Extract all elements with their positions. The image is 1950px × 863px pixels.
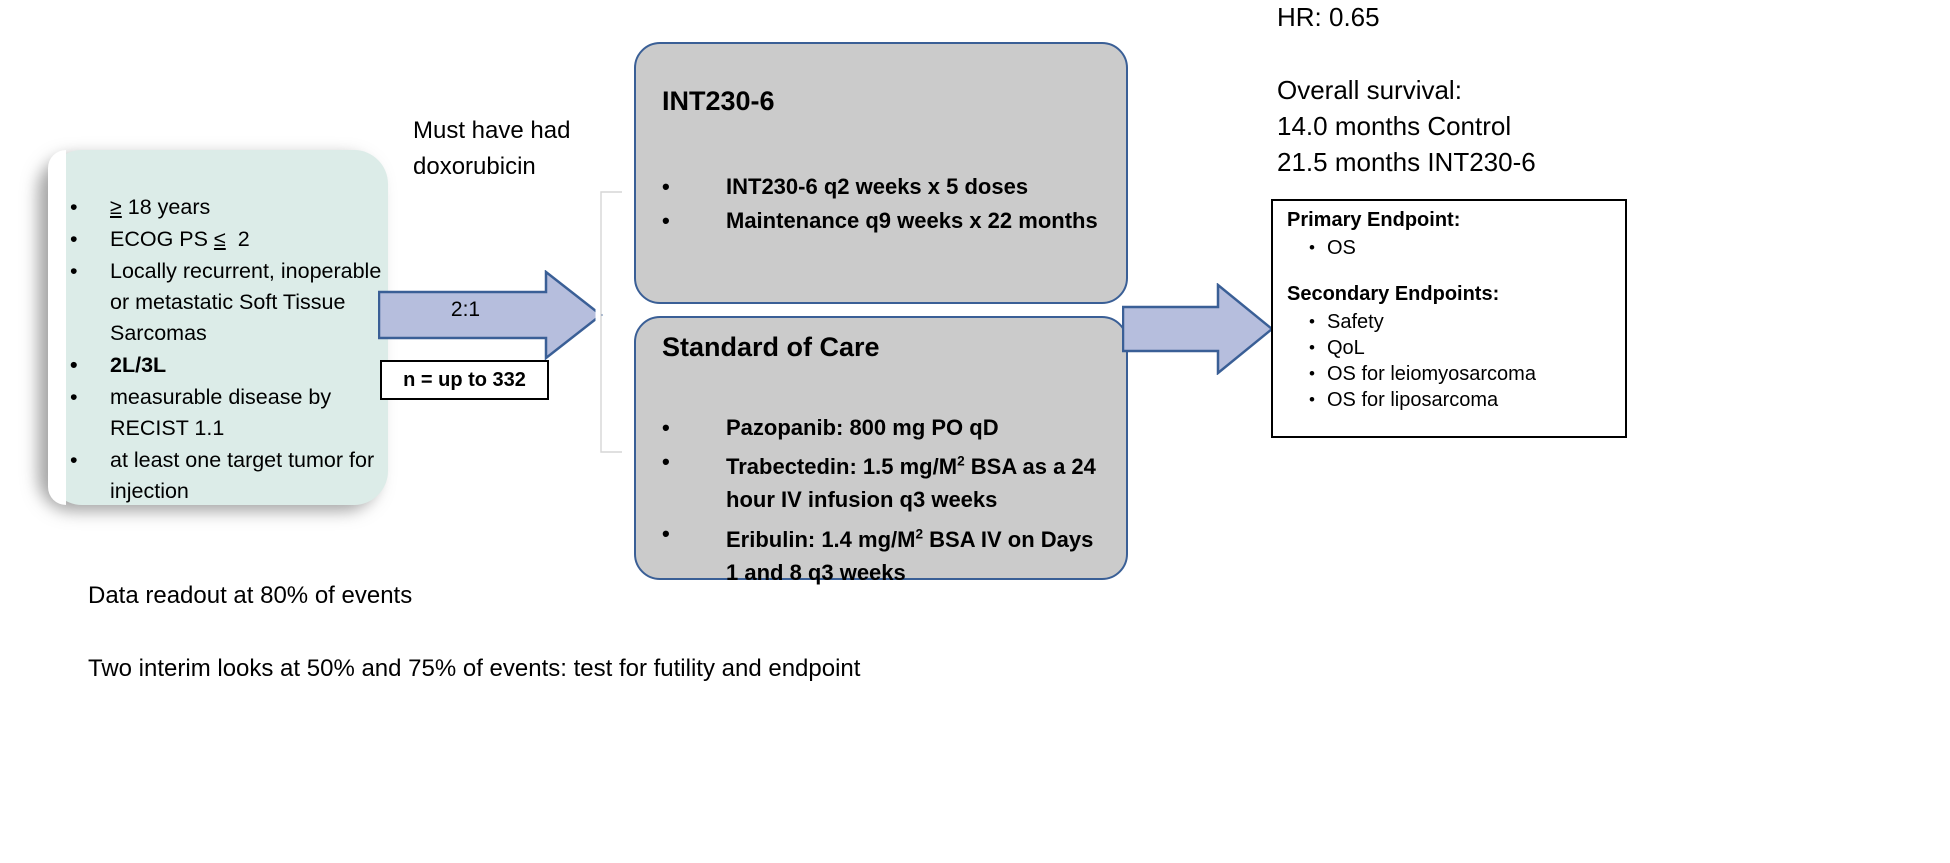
regimen-item: • Pazopanib: 800 mg PO qD xyxy=(662,411,1107,444)
arm-title: Standard of Care xyxy=(662,332,880,362)
regimen-item: • INT230-6 q2 weeks x 5 doses xyxy=(662,170,1107,203)
eligibility-item-label: 2L/3L xyxy=(110,353,167,377)
outcome-arrow-icon xyxy=(1121,282,1274,376)
bullet-icon: • xyxy=(1309,238,1315,257)
endpoint-item: • Safety xyxy=(1309,309,1536,335)
interim-analysis-note: Two interim looks at 50% and 75% of even… xyxy=(88,655,861,682)
endpoint-item-label: OS xyxy=(1327,237,1356,259)
eligibility-item-recist: • measurable disease by RECIST 1.1 xyxy=(70,382,390,444)
eligibility-item-label: ≥ 18 years xyxy=(110,195,211,219)
endpoint-item: • OS for liposarcoma xyxy=(1309,387,1536,413)
bullet-icon: • xyxy=(662,415,670,440)
eligibility-item-age: • ≥ 18 years xyxy=(70,192,390,223)
bullet-icon: • xyxy=(70,385,78,409)
regimen-item-label: Eribulin: 1.4 mg/M2 BSA IV on Days 1 and… xyxy=(726,526,1094,585)
bullet-icon: • xyxy=(70,353,78,377)
eligibility-item-disease: • Locally recurrent, inoperable or metas… xyxy=(70,256,390,349)
bullet-icon: • xyxy=(1309,390,1315,409)
arm-split-brace-icon xyxy=(588,186,624,458)
bullet-icon: • xyxy=(70,448,78,472)
bullet-icon: • xyxy=(662,449,670,474)
eligibility-item-label: at least one target tumor for injection xyxy=(110,448,375,503)
bullet-icon: • xyxy=(662,174,670,199)
endpoint-item: • OS xyxy=(1309,235,1356,261)
hazard-ratio-label: HR: 0.65 xyxy=(1277,2,1380,32)
sample-size-box: n = up to 332 xyxy=(380,360,549,400)
regimen-item: • Maintenance q9 weeks x 22 months xyxy=(662,204,1107,237)
secondary-endpoint-list: • Safety • QoL • OS for leiomyosarcoma •… xyxy=(1309,309,1536,413)
primary-endpoint-list: • OS xyxy=(1309,235,1356,261)
bullet-icon: • xyxy=(70,259,78,283)
regimen-item-label: INT230-6 q2 weeks x 5 doses xyxy=(726,174,1029,199)
eligibility-item-label: ECOG PS ≤ 2 xyxy=(110,227,250,251)
bullet-icon: • xyxy=(70,195,78,219)
bullet-icon: • xyxy=(1309,364,1315,383)
overall-survival-treatment: 21.5 months INT230-6 xyxy=(1277,147,1536,177)
regimen-item: • Eribulin: 1.4 mg/M2 BSA IV on Days 1 a… xyxy=(662,517,1107,588)
data-readout-note: Data readout at 80% of events xyxy=(88,582,413,609)
eligibility-item-line-of-therapy: • 2L/3L xyxy=(70,350,390,381)
bullet-icon: • xyxy=(70,227,78,251)
randomization-arrow-icon xyxy=(378,270,603,360)
treatment-arm-standard-of-care: Standard of Care • Pazopanib: 800 mg PO … xyxy=(634,316,1128,585)
endpoint-item-label: OS for liposarcoma xyxy=(1327,389,1499,411)
eligibility-item-label: measurable disease by RECIST 1.1 xyxy=(110,385,332,440)
regimen-item-label: Trabectedin: 1.5 mg/M2 BSA as a 24 hour … xyxy=(726,454,1096,513)
bullet-icon: • xyxy=(662,521,670,547)
overall-survival-control: 14.0 months Control xyxy=(1277,111,1512,141)
eligibility-item-target-tumor: • at least one target tumor for injectio… xyxy=(70,445,390,507)
eligibility-criteria-list: • ≥ 18 years • ECOG PS ≤ 2 • Locally rec… xyxy=(70,192,390,508)
bullet-icon: • xyxy=(662,208,670,233)
bullet-icon: • xyxy=(1309,312,1315,331)
regimen-item-label: Maintenance q9 weeks x 22 months xyxy=(726,208,1098,233)
treatment-arm-int230-6: INT230-6 • INT230-6 q2 weeks x 5 doses •… xyxy=(634,42,1128,304)
eligibility-item-label: Locally recurrent, inoperable or metasta… xyxy=(110,259,382,345)
secondary-endpoint-heading: Secondary Endpoints: xyxy=(1287,283,1500,305)
bullet-icon: • xyxy=(1309,338,1315,357)
overall-survival-heading: Overall survival: xyxy=(1277,75,1462,105)
endpoint-item-label: Safety xyxy=(1327,311,1384,333)
endpoints-box: Primary Endpoint: • OS Secondary Endpoin… xyxy=(1271,199,1627,438)
arm-regimen-list: • INT230-6 q2 weeks x 5 doses • Maintena… xyxy=(662,170,1107,238)
regimen-item: • Trabectedin: 1.5 mg/M2 BSA as a 24 hou… xyxy=(662,445,1107,516)
endpoint-item-label: QoL xyxy=(1327,337,1365,359)
arm-regimen-list: • Pazopanib: 800 mg PO qD • Trabectedin:… xyxy=(662,411,1107,590)
randomization-ratio-label: 2:1 xyxy=(450,298,481,321)
eligibility-item-ecog: • ECOG PS ≤ 2 xyxy=(70,224,390,255)
regimen-item-label: Pazopanib: 800 mg PO qD xyxy=(726,415,999,440)
endpoint-item-label: OS for leiomyosarcoma xyxy=(1327,363,1536,385)
arm-title: INT230-6 xyxy=(662,86,775,116)
eligibility-criteria-card: • ≥ 18 years • ECOG PS ≤ 2 • Locally rec… xyxy=(48,150,388,505)
endpoint-item: • QoL xyxy=(1309,335,1536,361)
prior-therapy-note: Must have had doxorubicin xyxy=(413,117,571,180)
overall-survival-block: Overall survival: 14.0 months Control 21… xyxy=(1277,72,1536,180)
endpoint-item: • OS for leiomyosarcoma xyxy=(1309,361,1536,387)
primary-endpoint-heading: Primary Endpoint: xyxy=(1287,209,1461,231)
